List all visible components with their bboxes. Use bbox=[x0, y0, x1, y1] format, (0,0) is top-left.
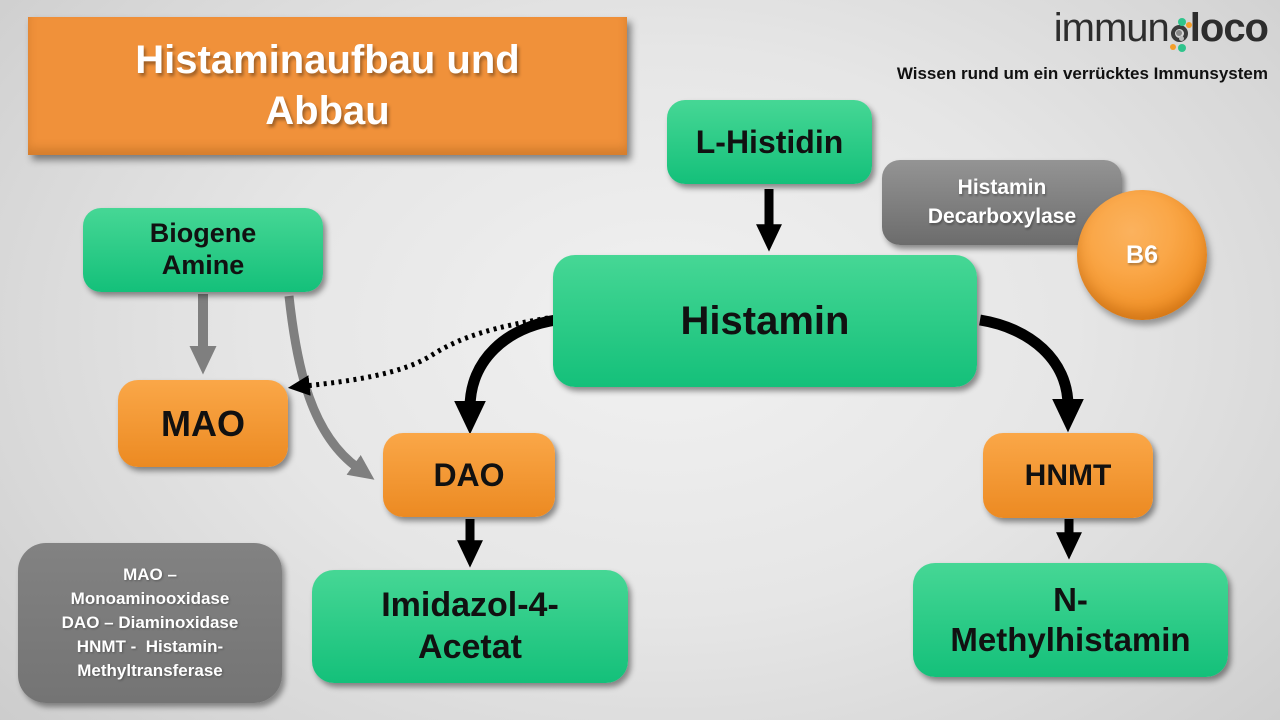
dao-label: DAO bbox=[433, 456, 505, 493]
title-line-1: Histaminaufbau und bbox=[135, 37, 520, 82]
node-biogene-amine: Biogene Amine bbox=[83, 208, 323, 292]
histamin-label: Histamin bbox=[680, 298, 850, 343]
biogene-line-1: Biogene bbox=[149, 218, 257, 249]
title-line-2: Abbau bbox=[265, 89, 390, 133]
node-histamin: Histamin bbox=[553, 255, 977, 387]
imidazol-line-1: Imidazol-4- bbox=[381, 586, 559, 625]
b6-label: B6 bbox=[1126, 240, 1158, 269]
nmethyl-line-1: N- bbox=[1053, 580, 1088, 618]
node-histamin-decarboxylase: Histamin Decarboxylase bbox=[882, 160, 1122, 245]
logo-text-prefix: immun bbox=[1053, 6, 1170, 50]
logo-o-icon bbox=[1169, 18, 1192, 52]
mao-label: MAO bbox=[161, 402, 245, 444]
node-mao: MAO bbox=[118, 380, 288, 467]
decarboxylase-line-2: Decarboxylase bbox=[927, 204, 1077, 228]
brand-logo: immun loco Wissen rund um ein verrücktes … bbox=[896, 6, 1269, 84]
arrow-dotted-histamin-to-mao bbox=[287, 315, 549, 396]
node-hnmt: HNMT bbox=[983, 433, 1153, 518]
abbreviation-legend: MAO – Monoaminooxidase DAO – Diaminoxida… bbox=[18, 543, 282, 703]
node-b6-circle: B6 bbox=[1077, 190, 1207, 320]
logo-text-suffix: loco bbox=[1189, 6, 1269, 50]
node-l-histidin-label: L-Histidin bbox=[695, 123, 844, 160]
node-imidazol-4-acetat: Imidazol-4- Acetat bbox=[312, 570, 628, 683]
arrow-histamin-to-dao bbox=[454, 314, 557, 435]
legend-line-2: Monoaminooxidase bbox=[70, 588, 230, 608]
decarboxylase-line-1: Histamin bbox=[957, 176, 1047, 200]
node-n-methylhistamin: N- Methylhistamin bbox=[913, 563, 1228, 677]
hnmt-label: HNMT bbox=[1024, 458, 1112, 492]
legend-line-5: Methyltransferase bbox=[77, 661, 223, 681]
brand-wordmark: immun loco bbox=[897, 6, 1269, 52]
legend-line-3: DAO – Diaminoxidase bbox=[61, 612, 239, 632]
imidazol-line-2: Acetat bbox=[418, 627, 522, 666]
brand-tagline: Wissen rund um ein verrücktes Immunsyste… bbox=[896, 64, 1268, 83]
legend-line-4: HNMT - Histamin- bbox=[76, 637, 224, 657]
node-dao: DAO bbox=[383, 433, 555, 517]
arrow-biogene-to-dao bbox=[284, 295, 375, 480]
legend-line-1: MAO – bbox=[123, 564, 177, 584]
node-l-histidin: L-Histidin bbox=[667, 100, 872, 184]
biogene-line-2: Amine bbox=[161, 250, 245, 280]
arrow-histamin-to-hnmt bbox=[979, 314, 1084, 433]
title-box: Histaminaufbau und Abbau bbox=[28, 17, 627, 155]
nmethyl-line-2: Methylhistamin bbox=[950, 621, 1191, 658]
